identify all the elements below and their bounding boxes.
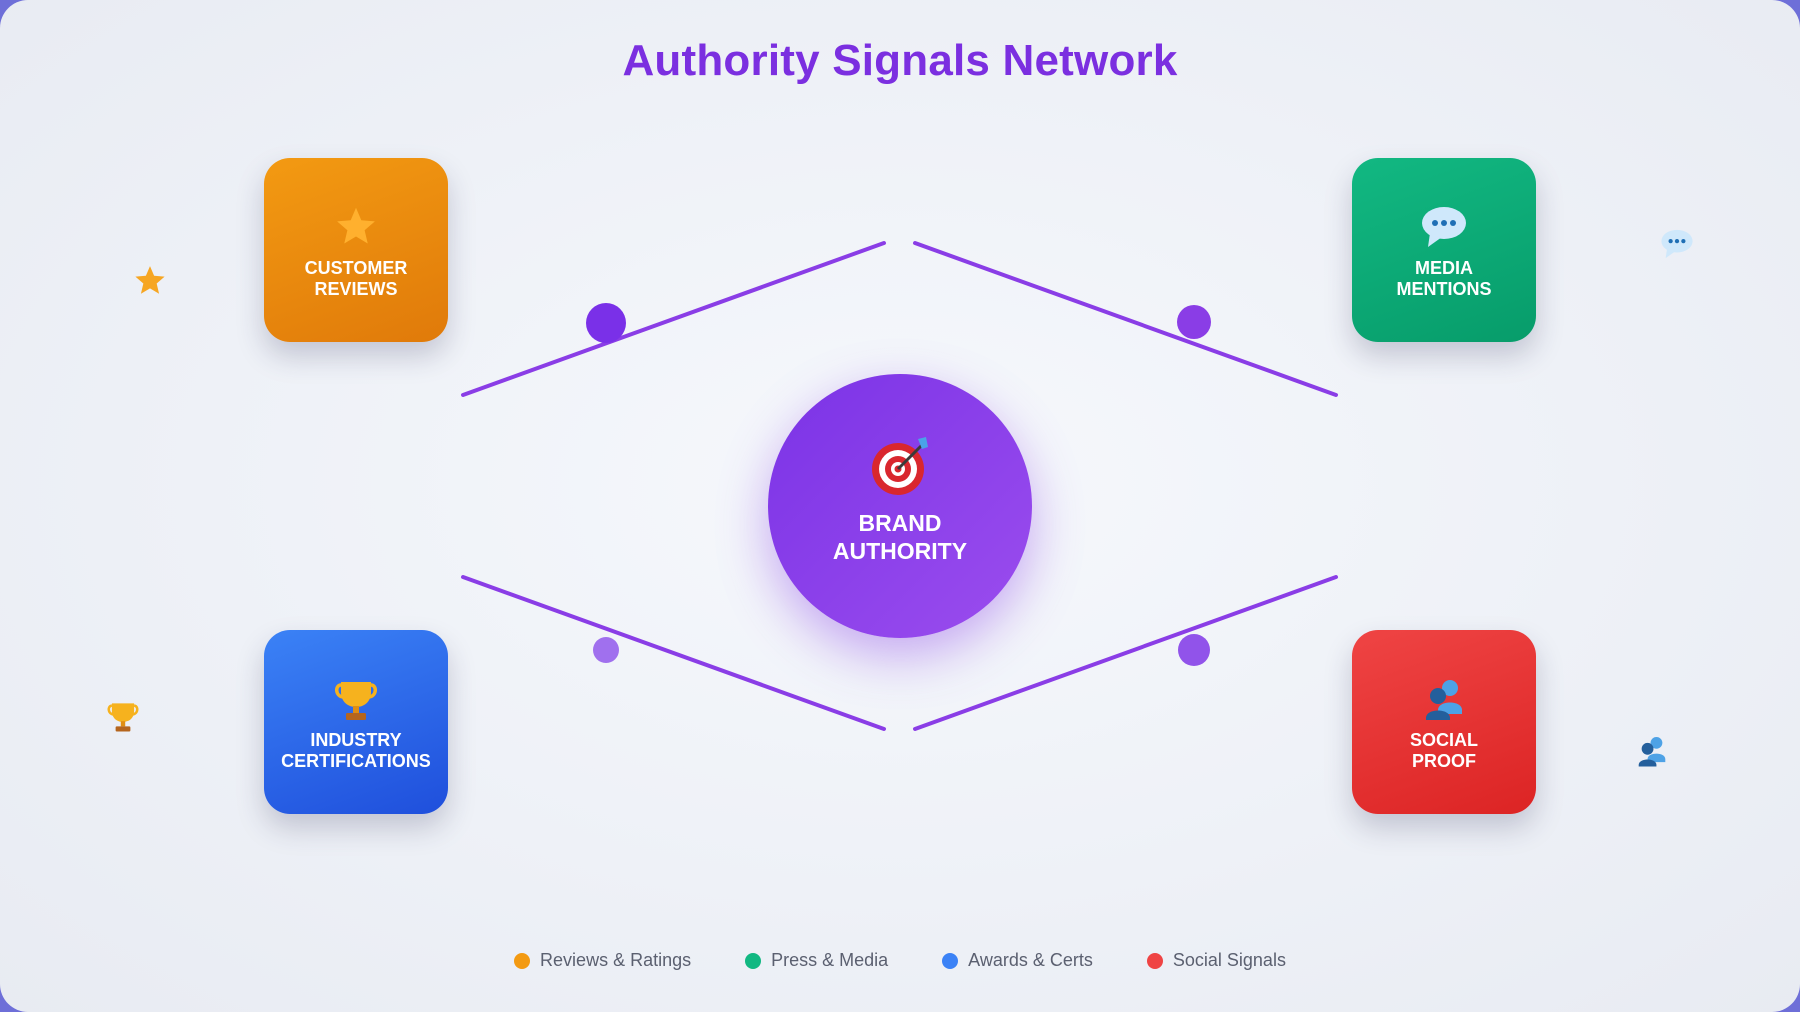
connector-social bbox=[913, 575, 1338, 731]
trophy-icon bbox=[335, 682, 377, 720]
card-label: MEDIA MENTIONS bbox=[1396, 258, 1492, 299]
brand-authority-hub: BRAND AUTHORITY bbox=[768, 374, 1032, 638]
legend-item-social: Social Signals bbox=[1146, 950, 1286, 971]
legend-dot-press bbox=[745, 952, 762, 969]
flow-dot-3 bbox=[593, 637, 619, 663]
floating-speech-bubble-icon bbox=[1661, 229, 1693, 259]
flow-dot-1 bbox=[586, 303, 626, 343]
card-media-mentions: MEDIA MENTIONS bbox=[1352, 158, 1536, 342]
floating-trophy-icon bbox=[107, 703, 139, 732]
legend-item-press: Press & Media bbox=[745, 950, 888, 971]
legend-dot-reviews bbox=[514, 952, 531, 969]
card-label: CUSTOMER REVIEWS bbox=[304, 258, 408, 299]
target-icon bbox=[872, 437, 928, 495]
legend-item-awards: Awards & Certs bbox=[942, 950, 1093, 971]
page-title: Authority Signals Network bbox=[622, 36, 1178, 85]
star-icon bbox=[337, 207, 375, 244]
legend-dot-awards bbox=[942, 952, 959, 969]
floating-people-icon bbox=[1638, 736, 1666, 767]
legend: Reviews & Ratings Press & Media Awards &… bbox=[0, 950, 1800, 971]
legend-item-reviews: Reviews & Ratings bbox=[514, 950, 691, 971]
card-label: INDUSTRY CERTIFICATIONS bbox=[281, 730, 431, 771]
connector-reviews bbox=[461, 241, 886, 397]
flow-dot-2 bbox=[1177, 305, 1211, 339]
speech-bubble-icon bbox=[1422, 207, 1466, 247]
connector-media bbox=[913, 241, 1338, 397]
floating-star-icon bbox=[135, 266, 165, 294]
card-industry-certifications: INDUSTRY CERTIFICATIONS bbox=[264, 630, 448, 814]
hub-label: BRAND AUTHORITY bbox=[832, 510, 968, 564]
connector-certifications bbox=[461, 575, 886, 731]
card-label: SOCIAL PROOF bbox=[1409, 730, 1478, 771]
card-customer-reviews: CUSTOMER REVIEWS bbox=[264, 158, 448, 342]
flow-dot-4 bbox=[1178, 634, 1210, 666]
card-social-proof: SOCIAL PROOF bbox=[1352, 630, 1536, 814]
people-icon bbox=[1426, 680, 1462, 720]
legend-dot-social bbox=[1146, 952, 1163, 969]
